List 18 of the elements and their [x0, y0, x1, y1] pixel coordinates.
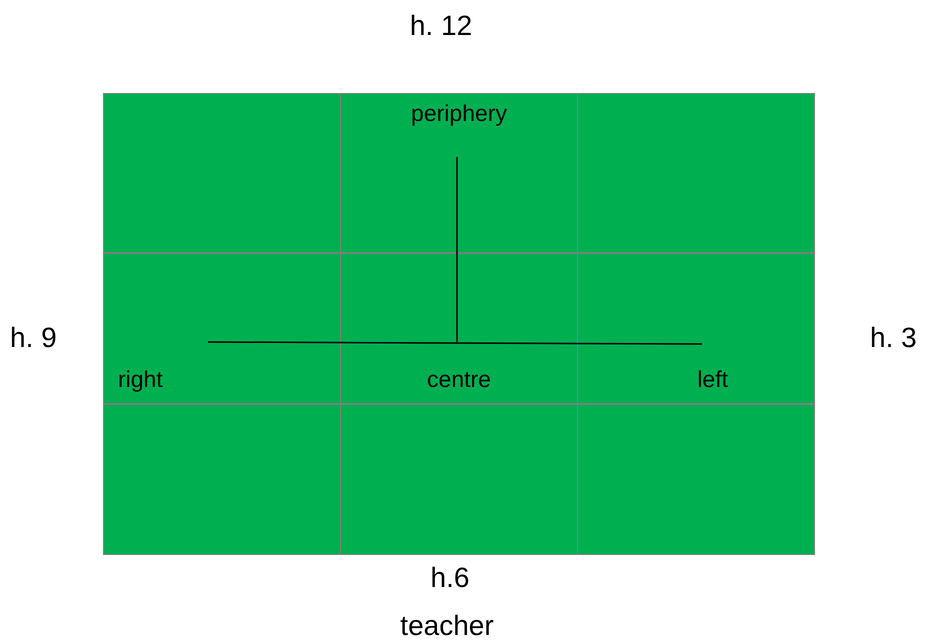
position-label: h. 3: [870, 322, 917, 354]
grid-cell: [104, 405, 340, 554]
grid-cell: [578, 405, 814, 554]
grid-cell: [578, 94, 814, 252]
grid-cell: [578, 254, 814, 403]
area-label: centre: [427, 366, 491, 393]
grid-cell: [104, 254, 340, 403]
grid-cell: [341, 254, 577, 403]
position-label: teacher: [400, 610, 494, 641]
grid-cell: [104, 94, 340, 252]
position-label: h.6: [430, 562, 470, 594]
area-label: periphery: [411, 100, 507, 127]
position-label: h. 9: [10, 322, 57, 354]
grid-cell: [341, 94, 577, 252]
area-label: left: [697, 366, 728, 393]
area-label: right: [118, 366, 163, 393]
grid-cell: [341, 405, 577, 554]
position-label: h. 12: [410, 10, 472, 42]
